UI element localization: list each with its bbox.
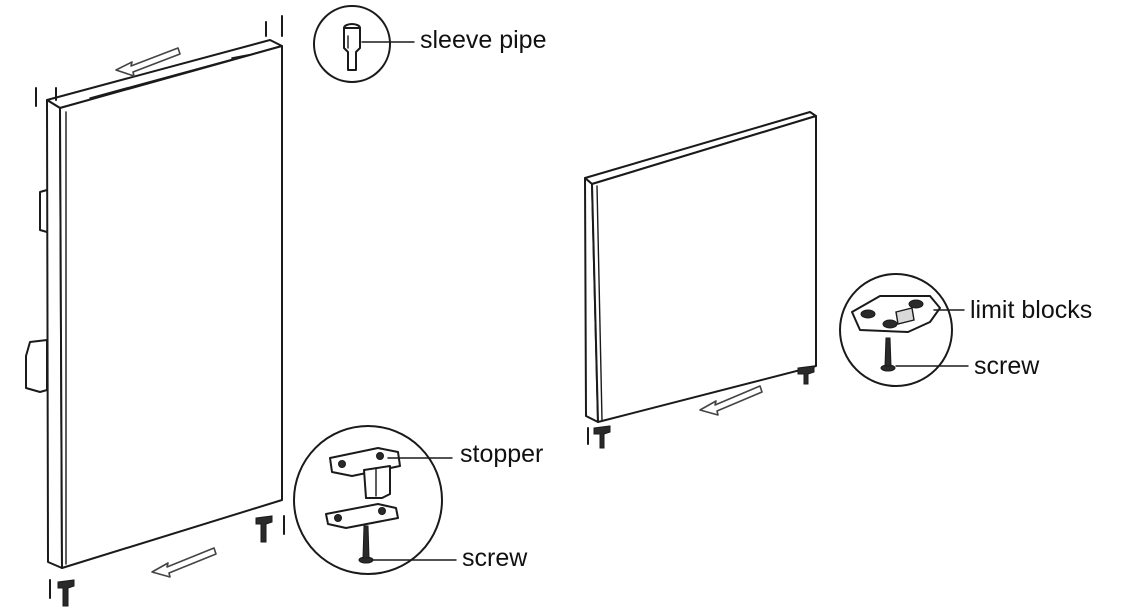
sleeve-pipe-icon <box>343 23 361 71</box>
screw-icon <box>880 337 896 372</box>
arrow-bottom-icon <box>151 547 217 578</box>
bottom-left-hinge-icon <box>49 579 75 607</box>
stopper-label: stopper <box>460 440 543 468</box>
sleeve-pipe-label: sleeve pipe <box>420 26 546 54</box>
arrow-top-icon <box>115 47 181 77</box>
short-door-left-hinge-icon <box>587 425 611 449</box>
stopper-inset <box>293 425 457 575</box>
arrow-short-door-icon <box>699 385 763 416</box>
screw-label-left: screw <box>462 544 528 572</box>
short-door <box>584 111 817 423</box>
limit-blocks-inset <box>839 273 969 387</box>
bottom-right-hinge-icon <box>255 515 285 543</box>
short-door-right-hinge-icon <box>797 365 815 385</box>
limit-blocks-label: limit blocks <box>970 296 1092 324</box>
screw-icon <box>358 525 374 564</box>
sleeve-pipe-inset <box>313 5 415 83</box>
tall-door <box>25 15 283 569</box>
stopper-icon <box>329 447 401 499</box>
limit-blocks-icon <box>851 295 941 333</box>
screw-label-right: screw <box>974 352 1040 380</box>
hinge-plate-icon <box>325 503 399 529</box>
